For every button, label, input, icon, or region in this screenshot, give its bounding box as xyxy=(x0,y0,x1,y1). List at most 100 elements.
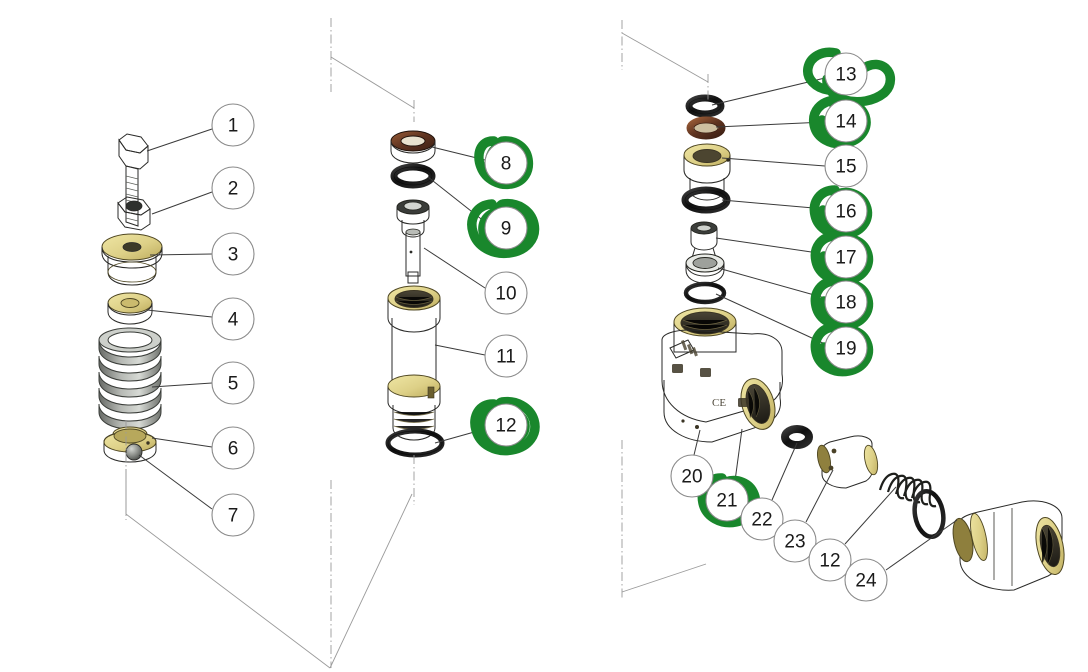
callout-number: 16 xyxy=(835,202,856,223)
part-brass-cap xyxy=(101,233,163,286)
callout-circle[interactable] xyxy=(808,538,852,582)
callout-number: 17 xyxy=(835,248,856,269)
callout-number: 20 xyxy=(681,467,702,488)
callout-22-o-ring-port[interactable]: 22 xyxy=(740,497,784,541)
callout-circle[interactable] xyxy=(824,326,868,370)
part-brass-washer xyxy=(107,292,153,325)
callout-circle[interactable] xyxy=(824,189,868,233)
callout-circle[interactable] xyxy=(484,403,528,447)
leader-line-17 xyxy=(715,237,826,255)
leader-line-16 xyxy=(721,199,826,210)
callout-circle[interactable] xyxy=(484,141,528,185)
leader-line-14 xyxy=(715,121,826,128)
callout-circle[interactable] xyxy=(740,497,784,541)
callout-number: 9 xyxy=(501,219,512,240)
callout-circle[interactable] xyxy=(484,206,528,250)
mid-frame-top xyxy=(330,56,415,109)
leader-line-1 xyxy=(146,128,213,152)
leader-line-2 xyxy=(151,191,213,215)
callout-number: 3 xyxy=(228,245,239,266)
callout-12-o-ring-large[interactable]: 12 xyxy=(484,403,528,447)
callout-16-o-ring-medium[interactable]: 16 xyxy=(824,189,868,233)
callout-number: 23 xyxy=(784,532,805,553)
leader-line-5 xyxy=(151,382,213,388)
callout-circle[interactable] xyxy=(211,103,255,147)
callout-13-o-ring-small[interactable]: 13 xyxy=(824,52,868,96)
callout-circle[interactable] xyxy=(773,519,817,563)
callout-11-valve-cartridge-body[interactable]: 11 xyxy=(484,334,528,378)
callout-24-brass-union-nut[interactable]: 24 xyxy=(844,558,888,602)
part-brass-union-nut xyxy=(952,500,1065,591)
part-valve-body-housing: CE xyxy=(661,307,783,443)
callout-21-body-port-seal[interactable]: 21 xyxy=(705,478,749,522)
callout-circle[interactable] xyxy=(824,280,868,324)
callout-2-hex-lock-nut[interactable]: 2 xyxy=(211,166,255,210)
part-o-ring-port xyxy=(781,425,813,449)
callout-number: 10 xyxy=(495,284,516,305)
callout-3-brass-cap[interactable]: 3 xyxy=(211,232,255,276)
callout-circle[interactable] xyxy=(484,271,528,315)
callout-number: 15 xyxy=(835,157,856,178)
callout-circle[interactable] xyxy=(211,361,255,405)
callout-circle[interactable] xyxy=(705,478,749,522)
part-hex-head-bolt xyxy=(118,133,149,227)
callout-5-compression-spring[interactable]: 5 xyxy=(211,361,255,405)
mid-frame-bot xyxy=(329,493,413,669)
callout-4-brass-washer[interactable]: 4 xyxy=(211,297,255,341)
leader-line-22 xyxy=(771,442,798,501)
callout-number: 18 xyxy=(835,293,856,314)
leader-line-10 xyxy=(423,247,486,289)
callout-circle[interactable] xyxy=(211,493,255,537)
callout-circle[interactable] xyxy=(824,99,868,143)
part-o-ring-small xyxy=(685,94,725,118)
callout-23-brass-insert-sleeve[interactable]: 23 xyxy=(773,519,817,563)
callout-number: 6 xyxy=(228,439,239,460)
callout-9-o-ring[interactable]: 9 xyxy=(484,206,528,250)
part-compression-spring xyxy=(98,327,162,430)
leader-line-13 xyxy=(711,77,826,106)
callout-number: 22 xyxy=(751,510,772,531)
callout-number: 4 xyxy=(228,310,239,331)
callout-circle[interactable] xyxy=(824,144,868,188)
leader-line-3 xyxy=(149,253,213,256)
leader-line-19 xyxy=(715,293,826,345)
part-lip-seal xyxy=(390,130,436,164)
callout-circle[interactable] xyxy=(211,166,255,210)
part-brown-seal-ring xyxy=(686,116,726,140)
callout-circle[interactable] xyxy=(844,558,888,602)
callout-12-check-spring[interactable]: 12 xyxy=(808,538,852,582)
callout-7-steel-ball[interactable]: 7 xyxy=(211,493,255,537)
callout-19-o-ring-thin[interactable]: 19 xyxy=(824,326,868,370)
callout-circle[interactable] xyxy=(211,426,255,470)
callout-circle[interactable] xyxy=(211,232,255,276)
callout-number: 19 xyxy=(835,339,856,360)
callout-number: 1 xyxy=(228,116,239,137)
callout-15-brass-seat-bush[interactable]: 15 xyxy=(824,144,868,188)
callout-circle[interactable] xyxy=(670,454,714,498)
part-seal-washer-assembly xyxy=(685,253,725,284)
part-hex-lock-nut xyxy=(117,196,151,231)
leader-lines xyxy=(138,77,958,571)
callout-18-seal-washer-assembly[interactable]: 18 xyxy=(824,280,868,324)
callout-1-hex-head-bolt[interactable]: 1 xyxy=(211,103,255,147)
callout-circle[interactable] xyxy=(824,52,868,96)
callout-14-brown-seal-ring[interactable]: 14 xyxy=(824,99,868,143)
callout-circle[interactable] xyxy=(824,235,868,279)
part-o-ring-thin xyxy=(683,281,727,305)
callout-6-spring-seat-plug[interactable]: 6 xyxy=(211,426,255,470)
callout-10-valve-stem[interactable]: 10 xyxy=(484,271,528,315)
callout-number: 13 xyxy=(835,65,856,86)
callout-17-steel-guide-nut[interactable]: 17 xyxy=(824,235,868,279)
leader-line-11 xyxy=(434,344,486,356)
callout-number: 11 xyxy=(496,347,516,368)
callout-circle[interactable] xyxy=(484,334,528,378)
leader-line-6 xyxy=(151,437,213,448)
callout-circle[interactable] xyxy=(211,297,255,341)
callout-8-lip-seal[interactable]: 8 xyxy=(484,141,528,185)
leader-line-7 xyxy=(138,454,213,510)
callout-20-valve-body-housing[interactable]: 20 xyxy=(670,454,714,498)
